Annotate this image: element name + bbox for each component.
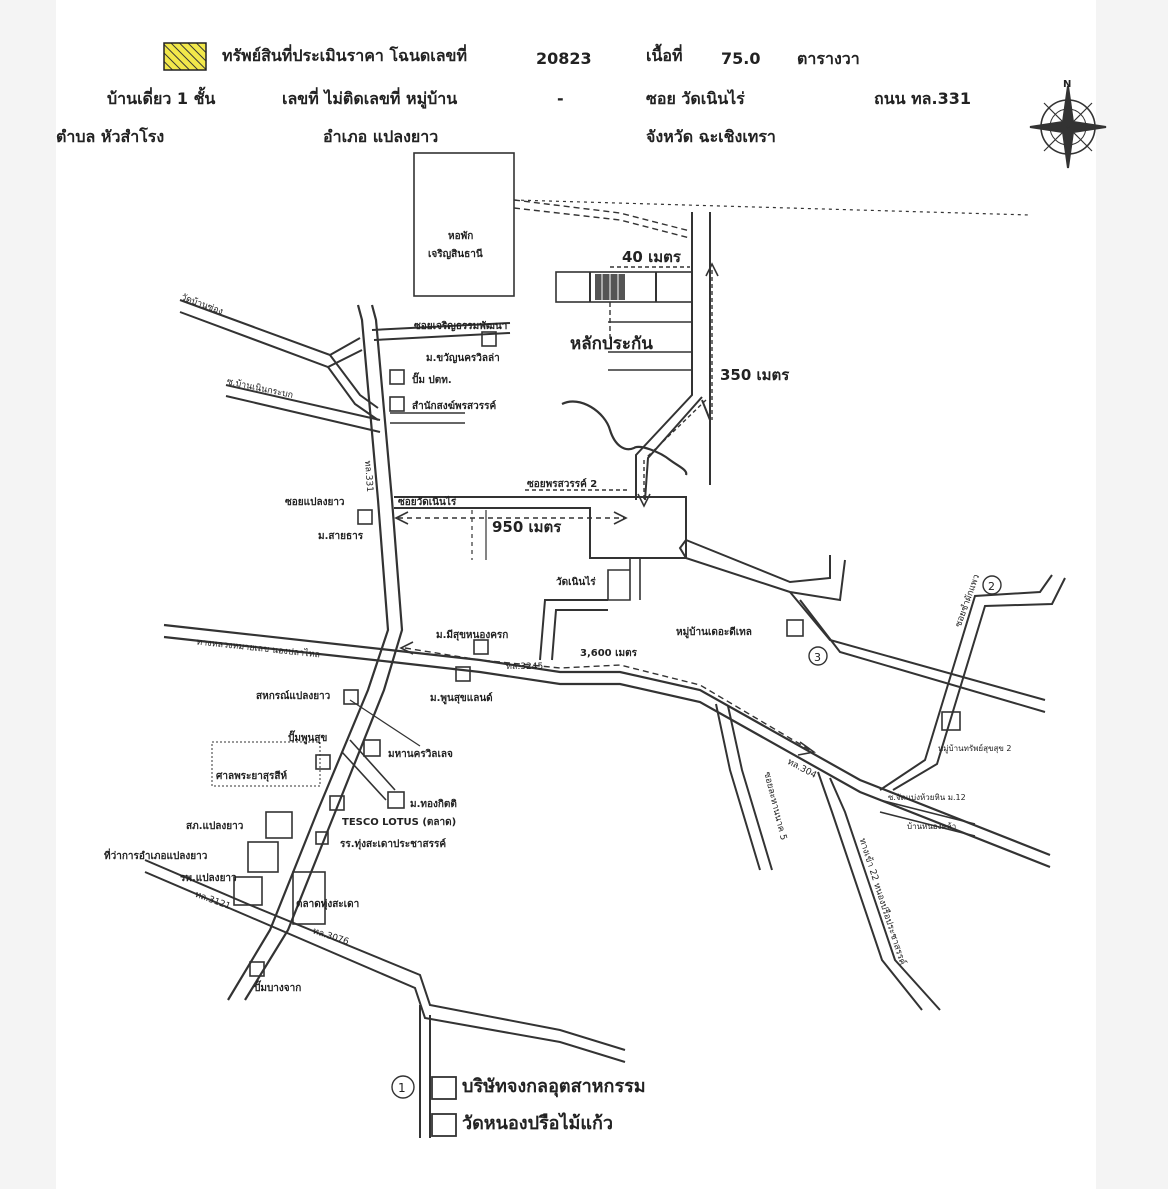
wat-noen-rai: วัดเนินไร่: [556, 577, 596, 588]
circle-2: 2: [988, 580, 995, 593]
road-3245-label: ทล.3245: [506, 662, 544, 672]
area-value: 75.0: [721, 49, 761, 68]
soi-wat-noen-rai: ซอยวัดเนินไร่: [398, 497, 457, 508]
area-label: เนื้อที่: [646, 46, 683, 65]
m-thongkit: ม.ทองกิตติ: [410, 799, 457, 810]
pump-poonsuk: ปั๊มพูนสุข: [288, 733, 328, 744]
tesco-lotus: TESCO LOTUS (ตลาด): [342, 817, 457, 828]
m-kwannakorn: ม.ขวัญนครวิลล่า: [426, 353, 500, 364]
office-pornsawan: สำนักสงฆ์พรสวรรค์: [412, 401, 497, 412]
soi-left: ซอยแปลงยาว: [285, 497, 345, 508]
distance-3600m: 3,600 เมตร: [580, 648, 637, 659]
soi-name: ซอย วัดเนินไร่: [646, 89, 745, 108]
tambon: ตำบล หัวสำโรง: [56, 127, 165, 146]
pump-ptt: ปั๊ม ปตท.: [412, 375, 452, 386]
m-poonsuk: ม.พูนสุขแลนด์: [430, 693, 493, 704]
district-office: ที่ว่าการอำเภอแปลงยาว: [104, 851, 208, 862]
right-soi-label: ซ.จัดแบ่งห้วยหิน ม.12: [888, 793, 966, 802]
dorm-label-1: หอพัก: [448, 231, 474, 242]
village-name: -: [557, 89, 564, 108]
road-name: ถนน ทล.331: [874, 89, 971, 108]
building-type: บ้านเดี่ยว 1 ชั้น: [107, 89, 216, 108]
map-paper: [56, 0, 1096, 1189]
compass-north: N: [1063, 79, 1072, 90]
m-saithan: ม.สายธาร: [318, 531, 364, 542]
house-number: เลขที่ ไม่ติดเลขที่ หมู่บ้าน: [282, 89, 458, 108]
dorm-label-2: เจริญสินธานี: [428, 249, 483, 260]
distance-950m: 950 เมตร: [492, 518, 562, 536]
distance-350m: 350 เมตร: [720, 366, 790, 384]
top-road-label: ซอยเจริญธรรมพัฒนา: [414, 321, 508, 332]
province: จังหวัด ฉะเชิงเทรา: [646, 127, 776, 146]
road-331-label: ทล.331: [362, 460, 375, 493]
mahanakhon-village: มหานครวิลเลจ: [388, 749, 453, 760]
asset-label: ทรัพย์สินที่ประเมินราคา โฉนดเลขที่: [222, 46, 468, 65]
legend-item-2: วัดหนองปรือไม้แก้ว: [462, 1113, 613, 1134]
legend-item-1: บริษัทจงกลอุตสาหกรรม: [462, 1076, 646, 1097]
distance-40m: 40 เมตร: [622, 248, 681, 266]
right-village-label: บ้านหนองคล้า: [907, 822, 957, 831]
deed-number: 20823: [536, 49, 592, 68]
village-sapsuk-2: หมู่บ้านทรัพย์สุขสุข 2: [938, 744, 1012, 753]
m-meesuk: ม.มีสุขหนองครก: [436, 630, 509, 641]
hospital: รพ.แปลงยาว: [180, 873, 237, 884]
school: รร.ทุ่งสะเดาประชาสรรค์: [340, 839, 447, 850]
collateral-label: หลักประกัน: [570, 334, 653, 354]
coop-plaengyao: สหกรณ์แปลงยาว: [256, 691, 331, 702]
shrine: ศาลพระยาสุรสีห์: [216, 771, 288, 782]
legend-circle-1: 1: [398, 1081, 406, 1095]
soi-pornsawan-2: ซอยพรสวรรค์ 2: [527, 479, 598, 490]
amphoe: อำเภอ แปลงยาว: [323, 127, 439, 146]
circle-3: 3: [814, 651, 821, 664]
market: ตลาดทุ่งสะเดา: [296, 899, 360, 910]
police-station: สภ.แปลงยาว: [186, 821, 244, 832]
village-the-detail: หมู่บ้านเดอะดีเทล: [676, 627, 752, 638]
pump-bangchak: ปั๊มบางจาก: [254, 983, 302, 994]
area-unit: ตารางวา: [797, 49, 860, 68]
